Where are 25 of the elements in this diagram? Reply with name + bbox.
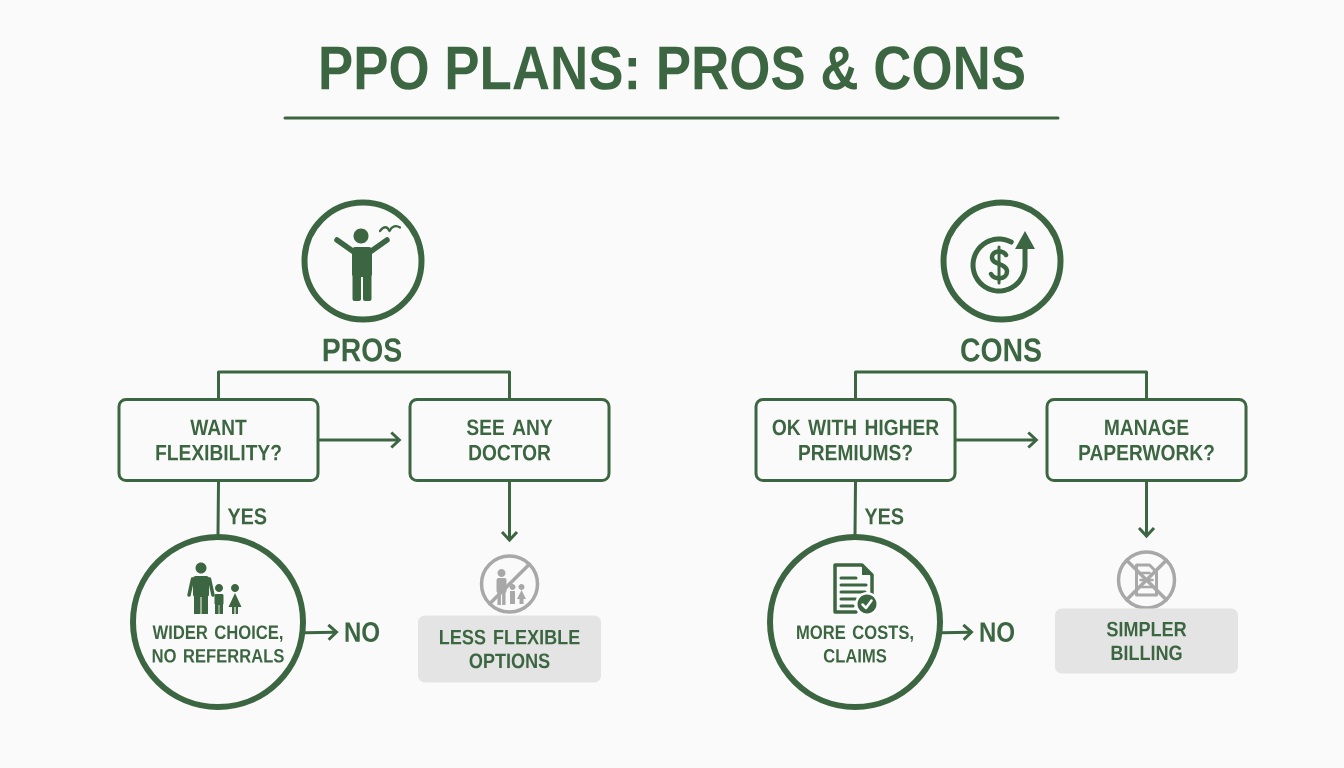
connector-line bbox=[854, 370, 1148, 400]
arrow bbox=[303, 623, 339, 641]
result-box: LESS FLEXIBLE OPTIONS bbox=[418, 615, 601, 683]
question-box: OK WITH HIGHER PREMIUMS? bbox=[754, 398, 957, 482]
connector-line bbox=[217, 370, 511, 400]
section-heading: PROS bbox=[323, 338, 402, 362]
section-heading: CONS bbox=[961, 338, 1041, 362]
arrow bbox=[318, 431, 402, 449]
arrow bbox=[500, 480, 519, 543]
arrow bbox=[940, 623, 974, 641]
title: PPO PLANS: PROS & CONS bbox=[321, 46, 1024, 90]
no-document-icon bbox=[1116, 550, 1177, 610]
connector-line bbox=[853, 480, 857, 536]
edge-label: YES bbox=[227, 508, 267, 525]
connector-line bbox=[216, 480, 220, 536]
question-box: SEE ANY DOCTOR bbox=[408, 398, 611, 482]
result-box: SIMPLER BILLING bbox=[1055, 608, 1238, 674]
no-family-icon bbox=[479, 554, 540, 614]
arrow bbox=[955, 431, 1039, 449]
question-box: WANT FLEXIBILITY? bbox=[117, 398, 320, 482]
edge-label: YES bbox=[864, 508, 904, 525]
arrow bbox=[1137, 480, 1156, 539]
question-box: MANAGE PAPERWORK? bbox=[1045, 398, 1248, 482]
outcome-label: NO bbox=[980, 622, 1015, 642]
outcome-label: NO bbox=[345, 622, 380, 642]
